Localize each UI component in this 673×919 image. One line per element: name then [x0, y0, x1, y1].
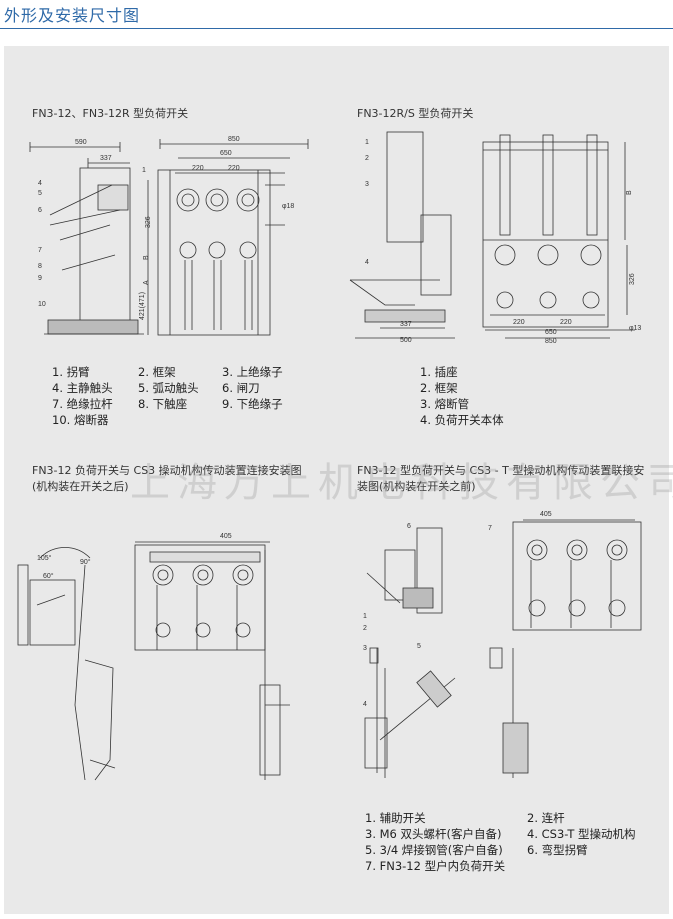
section-d-subtitle: 装图(机构装在开关之前) — [357, 480, 476, 493]
dim-337: 337 — [100, 155, 112, 162]
dim-405: 405 — [220, 533, 232, 540]
legend-item: 6. 闸刀 — [222, 381, 260, 395]
legend-item: 2. 框架 — [420, 381, 458, 395]
dim-220b: 220 — [560, 319, 572, 326]
legend-item: 5. 3/4 焊接钢管(客户自备) — [365, 843, 503, 857]
legend-item: 1. 拐臂 — [52, 365, 90, 379]
dim-220a: 220 — [513, 319, 525, 326]
callout-4: 4 — [363, 701, 367, 708]
angle-60: 60° — [43, 572, 54, 580]
legend-item: 3. 上绝缘子 — [222, 365, 283, 379]
callout-1: 1 — [363, 613, 367, 620]
dim-337: 337 — [400, 321, 412, 328]
section-c-title: FN3-12 负荷开关与 CS3 操动机构传动装置连接安装图 — [32, 464, 302, 477]
dim-220a: 220 — [192, 165, 204, 172]
legend-b: 1. 插座 2. 框架 3. 熔断管 4. 负荷开关本体 — [420, 364, 640, 434]
section-a-title: FN3-12、FN3-12R 型负荷开关 — [32, 107, 189, 120]
page-title: 外形及安装尺寸图 — [4, 6, 141, 25]
legend-item: 3. 熔断管 — [420, 397, 470, 411]
legend-item: 1. 辅助开关 — [365, 811, 426, 825]
dim-650: 650 — [220, 150, 232, 157]
dim-a: A — [143, 280, 150, 285]
section-a-drawing: 590 337 850 650 220 220 φ18 326 A 421(47… — [29, 136, 309, 336]
dim-590: 590 — [75, 139, 87, 146]
callout-4: 4 — [38, 180, 42, 187]
callout-1: 1 — [365, 139, 369, 146]
legend-item: 2. 连杆 — [527, 811, 565, 825]
callout-10: 10 — [38, 301, 46, 308]
legend-item: 6. 弯型拐臂 — [527, 843, 588, 857]
callout-9: 9 — [38, 275, 42, 282]
legend-item: 1. 插座 — [420, 365, 458, 379]
callout-8: 8 — [38, 263, 42, 270]
angle-105: 105° — [37, 554, 52, 562]
dim-b: B — [143, 255, 150, 260]
callout-4: 4 — [365, 259, 369, 266]
callout-5: 5 — [38, 190, 42, 197]
watermark: 上海万上机电科技有限公司 — [130, 460, 673, 506]
dim-421: 421(471) — [139, 292, 146, 320]
legend-item: 2. 框架 — [138, 365, 176, 379]
legend-item: 10. 熔断器 — [52, 413, 109, 427]
legend-item: 7. 绝缘拉杆 — [52, 397, 113, 411]
dim-b: B — [626, 190, 633, 195]
angle-90: 90° — [80, 558, 91, 566]
section-c-subtitle: (机构装在开关之后) — [32, 480, 129, 493]
legend-item: 5. 弧动触头 — [138, 381, 199, 395]
section-d-title: FN3-12 型负荷开关与 CS3 - T 型操动机构传动装置联接安 — [357, 464, 645, 477]
dim-500: 500 — [400, 337, 412, 344]
section-c-drawing: 405 105° 90° 60° — [17, 533, 290, 781]
section-d-drawing: 405 1 2 3 4 5 6 7 — [363, 511, 642, 778]
callout-2: 2 — [363, 625, 367, 632]
dim-850: 850 — [228, 136, 240, 143]
legend-item: 9. 下绝缘子 — [222, 397, 283, 411]
legend-item: 4. 主静触头 — [52, 381, 113, 395]
callout-7: 7 — [488, 525, 492, 532]
title-rule — [0, 28, 673, 29]
callout-7: 7 — [38, 247, 42, 254]
callout-6: 6 — [38, 207, 42, 214]
callout-5: 5 — [417, 643, 421, 650]
legend-item: 8. 下触座 — [138, 397, 188, 411]
legend-item: 3. M6 双头螺杆(客户自备) — [365, 827, 502, 841]
dim-phi13: φ13 — [629, 325, 641, 332]
dim-850: 850 — [545, 338, 557, 345]
section-b-drawing: 337 500 220 220 650 850 φ13 326 B 1 2 3 … — [349, 131, 641, 345]
dim-phi18: φ18 — [282, 203, 294, 210]
callout-3: 3 — [365, 181, 369, 188]
callout-3: 3 — [363, 645, 367, 652]
section-b-title: FN3-12R/S 型负荷开关 — [357, 107, 474, 120]
dim-326: 326 — [145, 216, 152, 228]
callout-1: 1 — [142, 167, 146, 174]
dim-405: 405 — [540, 511, 552, 518]
dim-650: 650 — [545, 329, 557, 336]
legend-d: 1. 辅助开关 2. 连杆 3. M6 双头螺杆(客户自备) 4. CS3-T … — [365, 810, 660, 880]
dim-326: 326 — [629, 273, 636, 285]
legend-item: 4. 负荷开关本体 — [420, 413, 504, 427]
legend-item: 7. FN3-12 型户内负荷开关 — [365, 859, 506, 873]
dim-220b: 220 — [228, 165, 240, 172]
callout-2: 2 — [365, 155, 369, 162]
legend-a: 1. 拐臂 2. 框架 3. 上绝缘子 4. 主静触头 5. 弧动触头 6. 闸… — [52, 364, 312, 434]
callout-6: 6 — [407, 523, 411, 530]
legend-item: 4. CS3-T 型操动机构 — [527, 827, 636, 841]
